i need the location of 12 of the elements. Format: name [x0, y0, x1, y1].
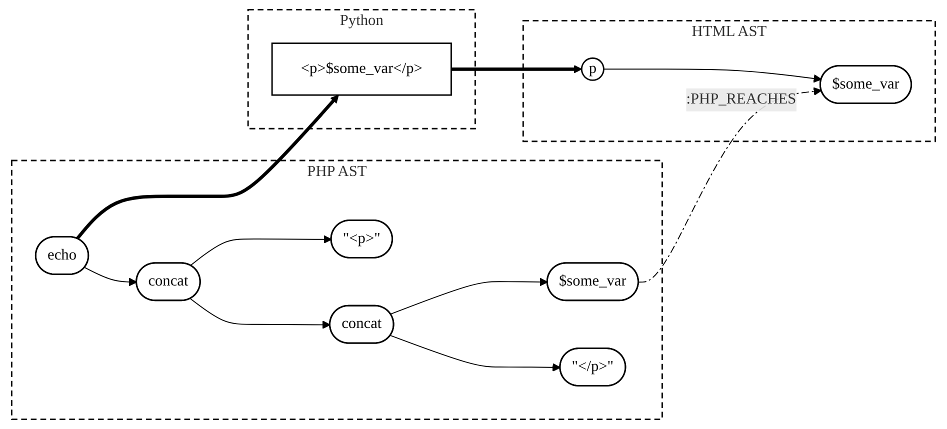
arrow [390, 278, 548, 315]
arrow [76, 94, 339, 240]
arrow [190, 298, 331, 329]
edge-label: :PHP_REACHES [686, 91, 796, 108]
node-circle: p [580, 57, 604, 81]
arrow [390, 335, 561, 372]
arrow [603, 68, 822, 83]
arrow [84, 267, 138, 286]
arrow [638, 87, 822, 283]
node-box: <p>$some_var</p> [271, 42, 452, 96]
arrow [190, 235, 332, 266]
arrow [451, 64, 582, 74]
